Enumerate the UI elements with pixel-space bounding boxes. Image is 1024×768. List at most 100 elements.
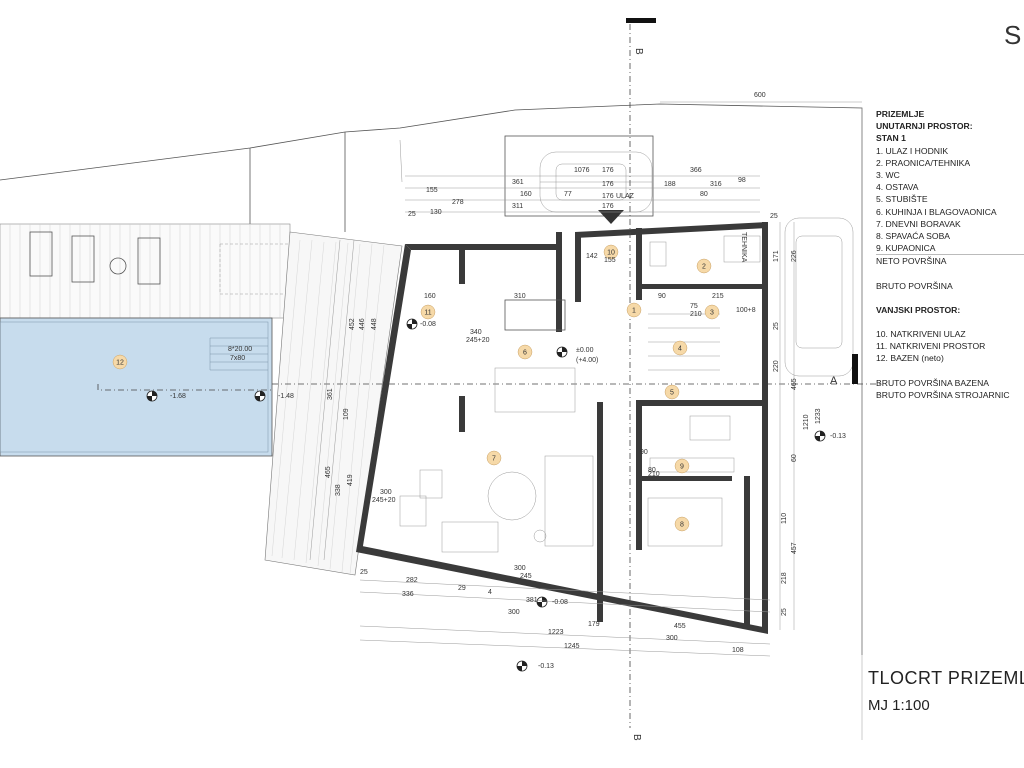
legend-interior-heading: UNUTARNJI PROSTOR: — [876, 121, 973, 132]
svg-text:29: 29 — [458, 585, 466, 592]
svg-text:98: 98 — [738, 177, 746, 184]
svg-text:1210: 1210 — [803, 414, 810, 430]
svg-text:210: 210 — [690, 311, 702, 318]
svg-text:25: 25 — [781, 608, 788, 616]
svg-text:108: 108 — [732, 647, 744, 654]
room-number-12: 12 — [116, 360, 124, 367]
svg-text:245+20: 245+20 — [372, 497, 396, 504]
svg-text:310: 310 — [514, 293, 526, 300]
svg-text:-0.13: -0.13 — [538, 663, 554, 670]
pool-gross-label: BRUTO POVRŠINA BAZENA — [876, 377, 990, 388]
svg-text:25: 25 — [408, 211, 416, 218]
svg-text:215: 215 — [712, 293, 724, 300]
legend-item: 10. NATKRIVENI ULAZ — [876, 329, 966, 340]
svg-text:142: 142 — [586, 253, 598, 260]
svg-text:90: 90 — [640, 449, 648, 456]
svg-text:25: 25 — [773, 322, 780, 330]
top-dimensions: 600 1076 361 176 366 155 160 77 176 188 … — [408, 92, 778, 220]
deck-strip — [264, 231, 403, 576]
legend-item: 9. KUPAONICA — [876, 242, 1024, 256]
right-dimensions: 171 226 25 220 465 1210 1233 60 110 457 … — [773, 250, 822, 616]
svg-text:366: 366 — [690, 167, 702, 174]
svg-text:311: 311 — [512, 203, 523, 210]
bottom-dimensions: 282 29 336 4 381 300 179 455 1223 300 12… — [360, 569, 744, 654]
house-walls — [356, 222, 768, 634]
svg-text:188: 188 — [664, 181, 676, 188]
site-boundary — [0, 103, 863, 740]
svg-text:100+8: 100+8 — [736, 307, 756, 314]
furniture — [399, 235, 761, 553]
svg-text:130: 130 — [430, 209, 442, 216]
exterior-room-list: 10. NATKRIVENI ULAZ 11. NATKRIVENI PROST… — [876, 328, 1024, 365]
room-number-2: 2 — [702, 264, 706, 271]
svg-text:300: 300 — [666, 635, 678, 642]
svg-text:282: 282 — [406, 577, 418, 584]
svg-text:80: 80 — [700, 191, 708, 198]
section-marker-a — [852, 354, 858, 384]
room-number-5: 5 — [670, 390, 674, 397]
svg-text:457: 457 — [791, 542, 798, 554]
svg-text:8*20.00: 8*20.00 — [228, 346, 252, 353]
svg-text:338: 338 — [335, 484, 342, 496]
svg-text:455: 455 — [674, 623, 686, 630]
room-numbers: 11 6 7 10 2 3 1 4 5 9 8 12 — [112, 244, 720, 532]
legend-item: 6. KUHINJA I BLAGOVAONICA — [876, 206, 997, 217]
section-a-label: A — [830, 375, 838, 387]
svg-text:210: 210 — [648, 471, 660, 478]
svg-text:176: 176 — [602, 203, 614, 210]
svg-text:1245: 1245 — [564, 643, 580, 650]
svg-text:77: 77 — [564, 191, 572, 198]
legend-item: 8. SPAVAĆA SOBA — [876, 231, 951, 242]
svg-text:109: 109 — [343, 408, 350, 420]
svg-text:218: 218 — [781, 572, 788, 584]
svg-text:160: 160 — [424, 293, 436, 300]
legend-item: 7. DNEVNI BORAVAK — [876, 218, 961, 229]
room-number-4: 4 — [678, 346, 682, 353]
room-number-7: 7 — [492, 456, 496, 463]
svg-text:226: 226 — [791, 250, 798, 262]
svg-text:465: 465 — [325, 466, 332, 478]
svg-text:220: 220 — [773, 360, 780, 372]
room-number-10: 10 — [607, 250, 615, 257]
svg-text:465: 465 — [791, 378, 798, 390]
room-legend: PRIZEMLJE UNUTARNJI PROSTOR: STAN 1 1. U… — [876, 108, 1024, 401]
svg-text:1233: 1233 — [815, 408, 822, 424]
room-number-8: 8 — [680, 522, 684, 529]
svg-text:448: 448 — [371, 318, 378, 330]
plan-title: TLOCRT PRIZEML — [868, 668, 1024, 688]
svg-text:340: 340 — [470, 329, 482, 336]
svg-text:1076: 1076 — [574, 167, 590, 174]
svg-text:110: 110 — [781, 513, 788, 524]
svg-text:300: 300 — [508, 609, 520, 616]
svg-text:245+20: 245+20 — [466, 337, 490, 344]
svg-text:171: 171 — [773, 250, 780, 262]
svg-text:155: 155 — [426, 187, 438, 194]
svg-text:160: 160 — [520, 191, 532, 198]
tech-label: TEHNIKA — [740, 232, 747, 263]
svg-text:7x80: 7x80 — [230, 355, 245, 362]
entrance-label: ULAZ — [616, 193, 635, 200]
terrace-deck — [0, 223, 295, 319]
svg-text:±0.00: ±0.00 — [576, 347, 594, 354]
pool — [0, 317, 880, 457]
room-number-3: 3 — [710, 310, 714, 317]
svg-text:336: 336 — [402, 591, 414, 598]
section-b-top-label: B — [633, 48, 644, 55]
svg-text:-0.08: -0.08 — [420, 321, 436, 328]
plant-gross-label: BRUTO POVRŠINA STROJARNIC — [876, 389, 1010, 400]
svg-text:361: 361 — [512, 179, 524, 186]
room-number-6: 6 — [523, 350, 527, 357]
svg-text:155: 155 — [604, 257, 616, 264]
sheet-letter: S — [1004, 20, 1022, 50]
svg-text:4: 4 — [488, 589, 492, 596]
legend-item: 5. STUBIŠTE — [876, 194, 928, 205]
legend-unit-heading: STAN 1 — [876, 133, 906, 144]
svg-text:600: 600 — [754, 92, 766, 99]
svg-text:75: 75 — [690, 303, 698, 310]
svg-text:361: 361 — [327, 388, 334, 400]
room-number-11: 11 — [424, 310, 431, 317]
net-area-label: NETO POVRŠINA — [876, 256, 947, 267]
legend-item: 4. OSTAVA — [876, 182, 919, 193]
svg-text:176: 176 — [602, 167, 614, 174]
